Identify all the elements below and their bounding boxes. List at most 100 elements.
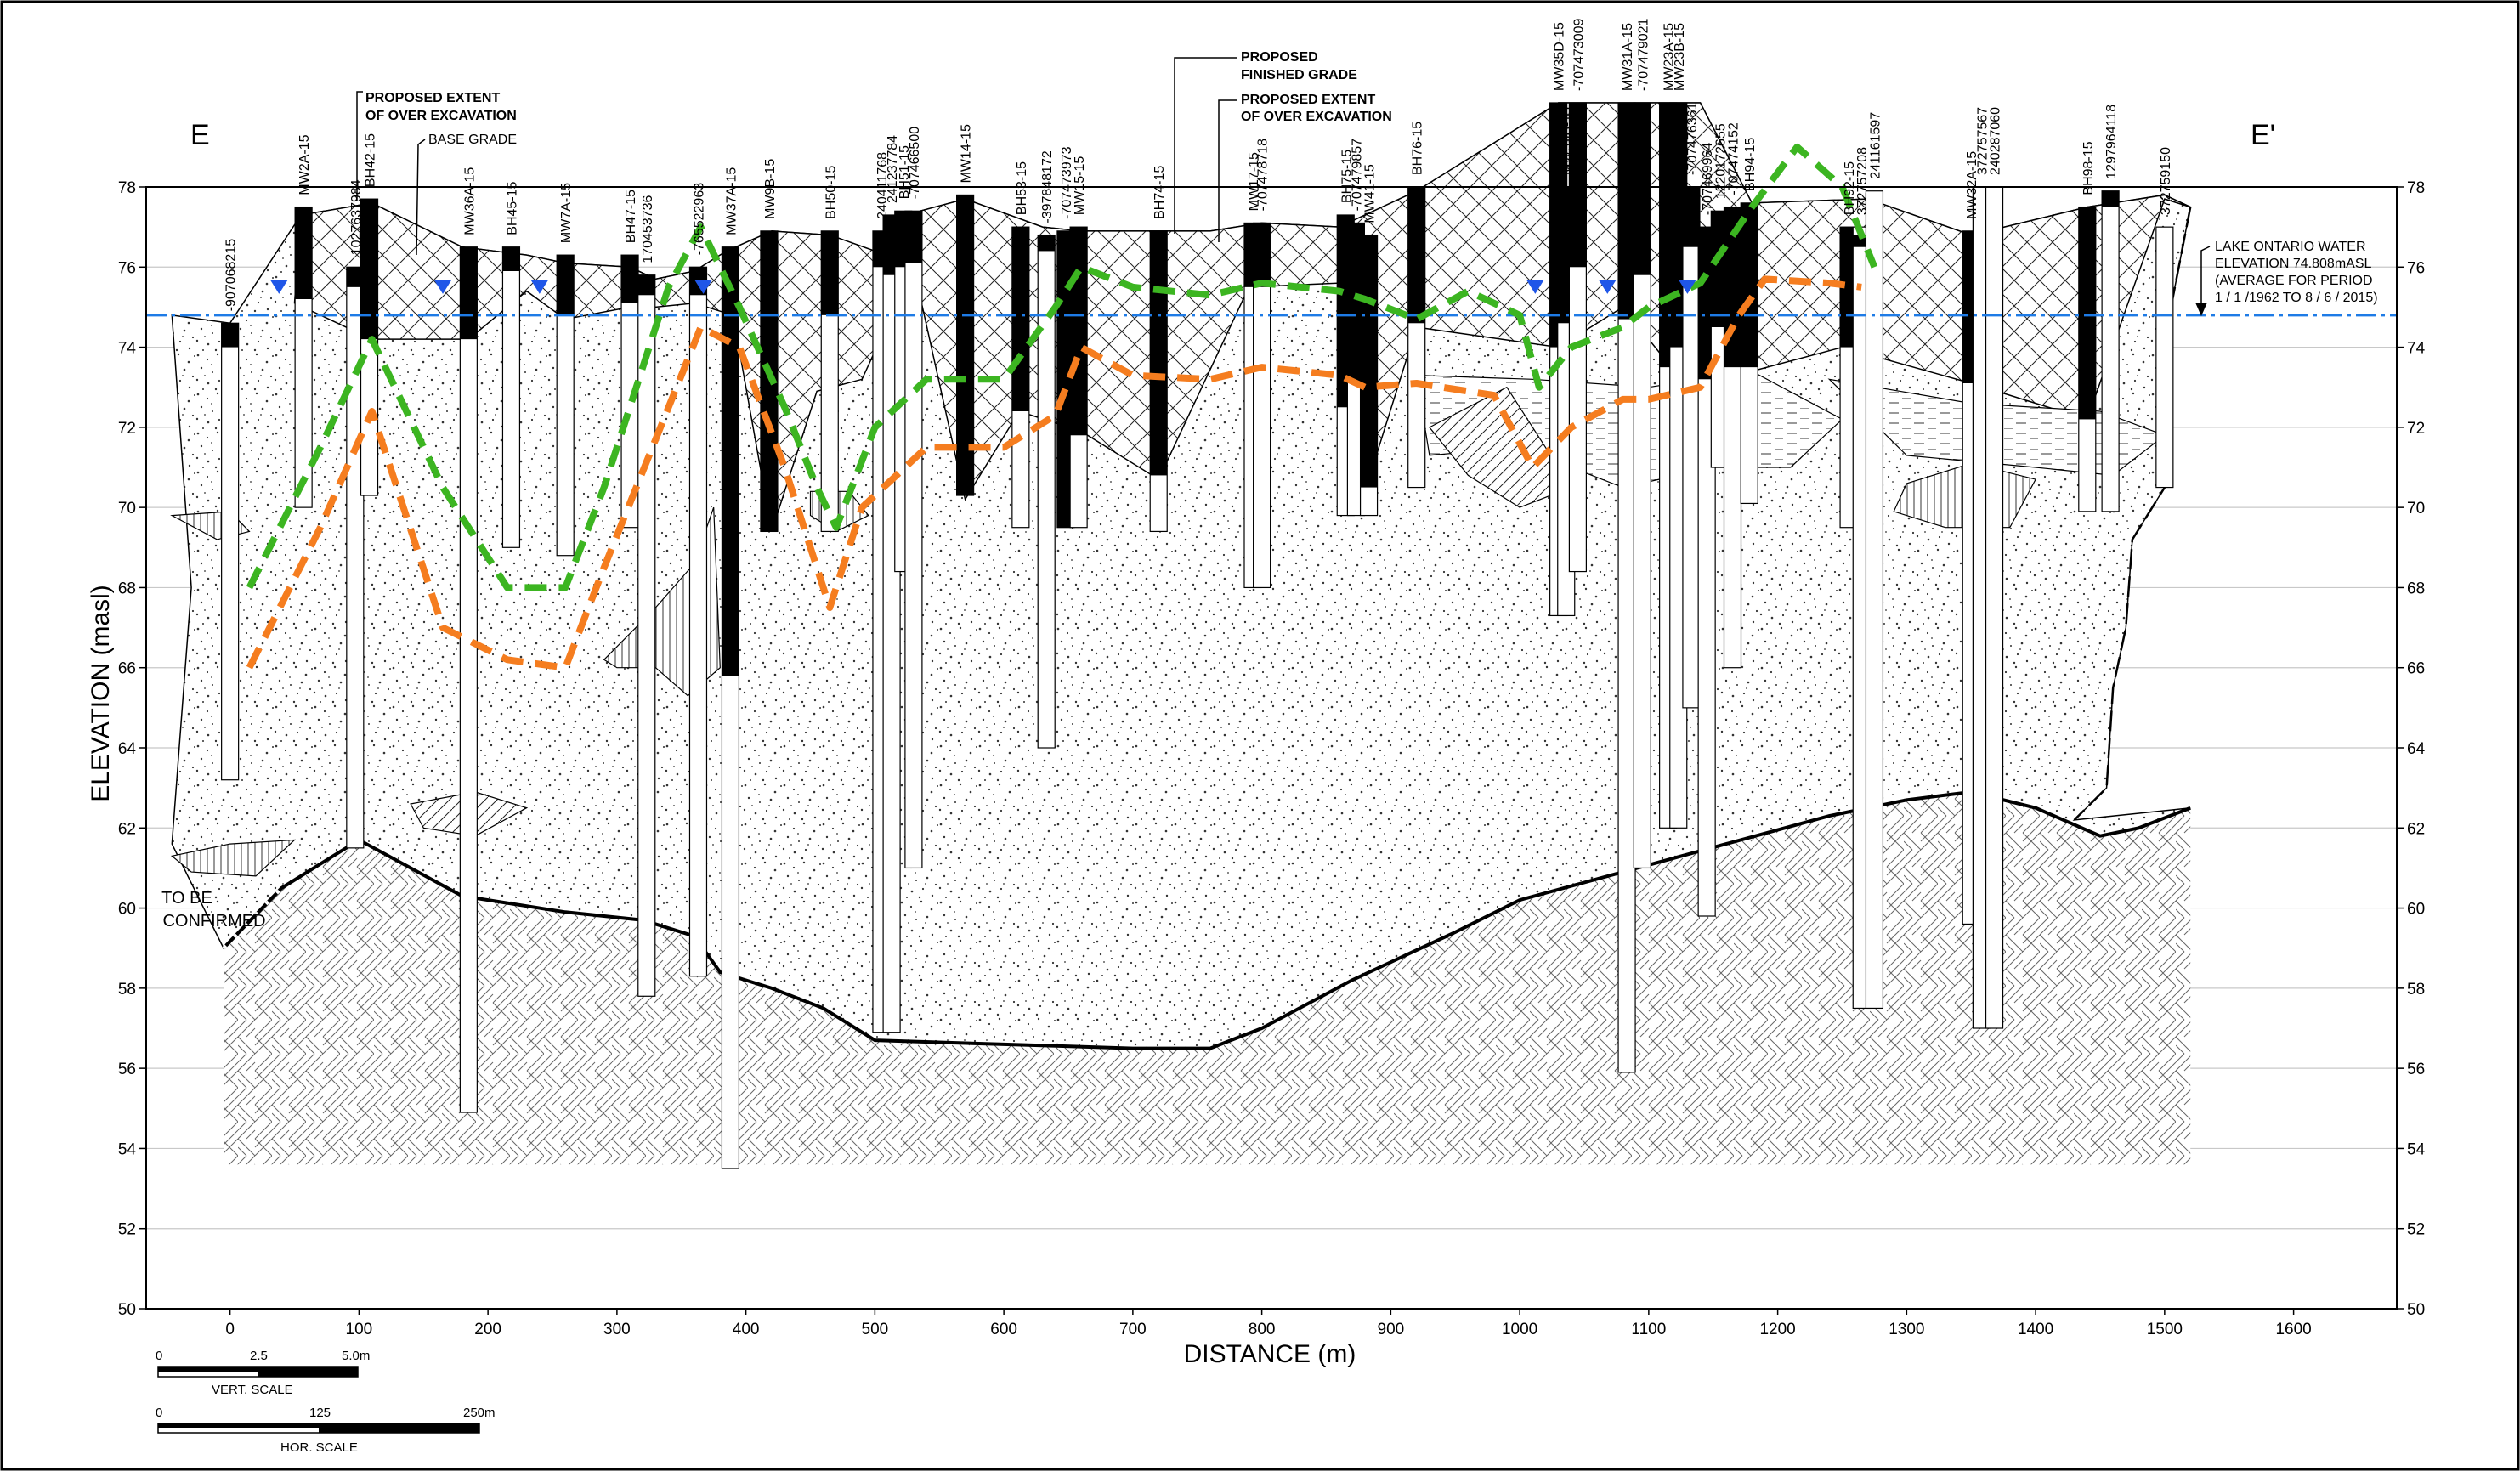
borehole [904, 210, 923, 869]
section-end-label: E' [2251, 119, 2275, 151]
borehole-label: BH53-15 [1015, 161, 1029, 215]
borehole-label: -707479021 [1636, 18, 1651, 91]
borehole [1568, 102, 1588, 573]
y-tick-label-left: 76 [118, 259, 136, 277]
borehole-fill-interval [760, 230, 778, 532]
y-tick-label-right: 52 [2407, 1221, 2425, 1239]
borehole [1865, 190, 1884, 1010]
svg-text:PROPOSED: PROPOSED [1241, 50, 1318, 65]
borehole [955, 194, 975, 496]
green-profile-line [246, 143, 1878, 591]
y-tick-label-left: 68 [118, 580, 136, 597]
y-tick-label-left: 54 [118, 1140, 137, 1158]
y-tick-label-right: 70 [2407, 500, 2425, 518]
y-tick-label-left: 58 [118, 981, 136, 999]
orange-profile-line [246, 275, 1862, 671]
borehole-fill-interval [1150, 230, 1168, 476]
bedrock-surface-line [222, 789, 2191, 1050]
borehole-label: 241237784 [886, 135, 900, 203]
borehole-label: BH50-15 [824, 166, 838, 219]
water-level-marker-icon [1599, 280, 1617, 294]
y-tick-label-right: 74 [2407, 340, 2426, 358]
x-tick-label: 500 [862, 1321, 889, 1338]
borehole-fill-interval [1407, 187, 1425, 324]
x-tick-label: 900 [1378, 1321, 1405, 1338]
svg-text:TO BE: TO BE [161, 889, 212, 908]
y-tick-label-left: 78 [118, 179, 136, 197]
borehole-fill-interval [956, 195, 974, 495]
water-level-markers [270, 280, 1696, 294]
svg-text:HOR. SCALE: HOR. SCALE [280, 1440, 358, 1455]
borehole-label: MW23B-15 [1673, 23, 1687, 91]
svg-text:0: 0 [156, 1406, 162, 1420]
borehole-label: MW41-15 [1363, 164, 1378, 223]
svg-text:2.5: 2.5 [250, 1349, 268, 1363]
borehole-label: BH42-15 [364, 133, 378, 187]
borehole-label: -907068215 [224, 239, 239, 312]
borehole-fill-interval [1682, 187, 1700, 247]
borehole-fill-interval [1070, 227, 1088, 436]
borehole-label: 372759150 [2159, 147, 2173, 215]
svg-text:125: 125 [309, 1406, 331, 1420]
borehole-label: MW31A-15 [1621, 23, 1635, 91]
borehole [1149, 230, 1168, 533]
borehole-fill-interval [360, 199, 378, 340]
y-tick-label-right: 60 [2407, 901, 2425, 919]
borehole-fill-interval [502, 246, 520, 271]
borehole-label: MW32A-15 [1965, 151, 1979, 219]
annotation-proposed-extent-left: PROPOSED EXTENT OF OVER EXCAVATION [356, 91, 517, 201]
borehole-labels: -907068215MW2A-151027637984BH42-15MW36A-… [224, 18, 2173, 311]
x-tick-label: 100 [346, 1321, 373, 1338]
y-tick-label-left: 66 [118, 660, 136, 678]
x-tick-label: 600 [990, 1321, 1017, 1338]
borehole-label: 241161597 [1868, 112, 1883, 179]
borehole-fill-interval [460, 246, 478, 340]
y-tick-label-left: 74 [118, 340, 137, 358]
borehole-label: 240411768 [875, 152, 890, 219]
svg-text:CONFIRMED: CONFIRMED [162, 912, 265, 931]
borehole-column [2101, 190, 2120, 512]
annotation-lake-ontario: LAKE ONTARIO WATER ELEVATION 74.808mASL … [2195, 240, 2378, 316]
y-tick-label-left: 62 [118, 820, 136, 838]
borehole-fill-interval [1634, 103, 1651, 275]
borehole-label: MW17-15 [1247, 152, 1261, 211]
borehole-label: MW35D-15 [1553, 22, 1567, 91]
svg-text:FINISHED GRADE: FINISHED GRADE [1241, 68, 1357, 82]
x-tick-label: 1300 [1889, 1321, 1924, 1338]
svg-text:OF OVER EXCAVATION: OF OVER EXCAVATION [365, 109, 517, 123]
borehole [459, 246, 478, 1113]
borehole-label: -707469964 [1701, 143, 1715, 216]
borehole-fill-interval [1741, 202, 1758, 368]
borehole-label: BH45-15 [505, 181, 519, 235]
borehole-fill-interval [1569, 103, 1587, 268]
borehole-label: BH47-15 [624, 190, 638, 243]
borehole-fill-interval [557, 255, 575, 315]
water-level-marker-icon [694, 280, 712, 294]
borehole-fill-interval [904, 211, 922, 263]
y-tick-label-left: 52 [118, 1221, 136, 1239]
borehole-label: -707479857 [1350, 139, 1364, 212]
borehole [1617, 102, 1636, 1073]
borehole-column [459, 246, 478, 1113]
borehole-label: 1220172655 [1713, 123, 1728, 199]
x-tick-label: 1400 [2018, 1321, 2053, 1338]
y-tick-label-right: 50 [2407, 1301, 2425, 1319]
borehole-fill-interval [1011, 227, 1029, 411]
borehole-label: BH51-15 [898, 145, 912, 199]
borehole-label: 170453736 [641, 195, 655, 263]
borehole-column [2155, 226, 2174, 489]
x-axis-title: DISTANCE (m) [1184, 1340, 1356, 1368]
x-tick-label: 800 [1249, 1321, 1276, 1338]
borehole [2078, 206, 2097, 512]
borehole-label: -707466500 [908, 127, 922, 200]
borehole-column [1682, 186, 1701, 709]
x-tick-label: 0 [225, 1321, 235, 1338]
borehole [1682, 186, 1701, 709]
borehole-fill-interval [1038, 235, 1056, 252]
borehole-fill-interval [1618, 103, 1636, 320]
borehole [2101, 190, 2120, 512]
x-tick-label: 300 [603, 1321, 631, 1338]
borehole-fill-interval [2102, 190, 2120, 207]
